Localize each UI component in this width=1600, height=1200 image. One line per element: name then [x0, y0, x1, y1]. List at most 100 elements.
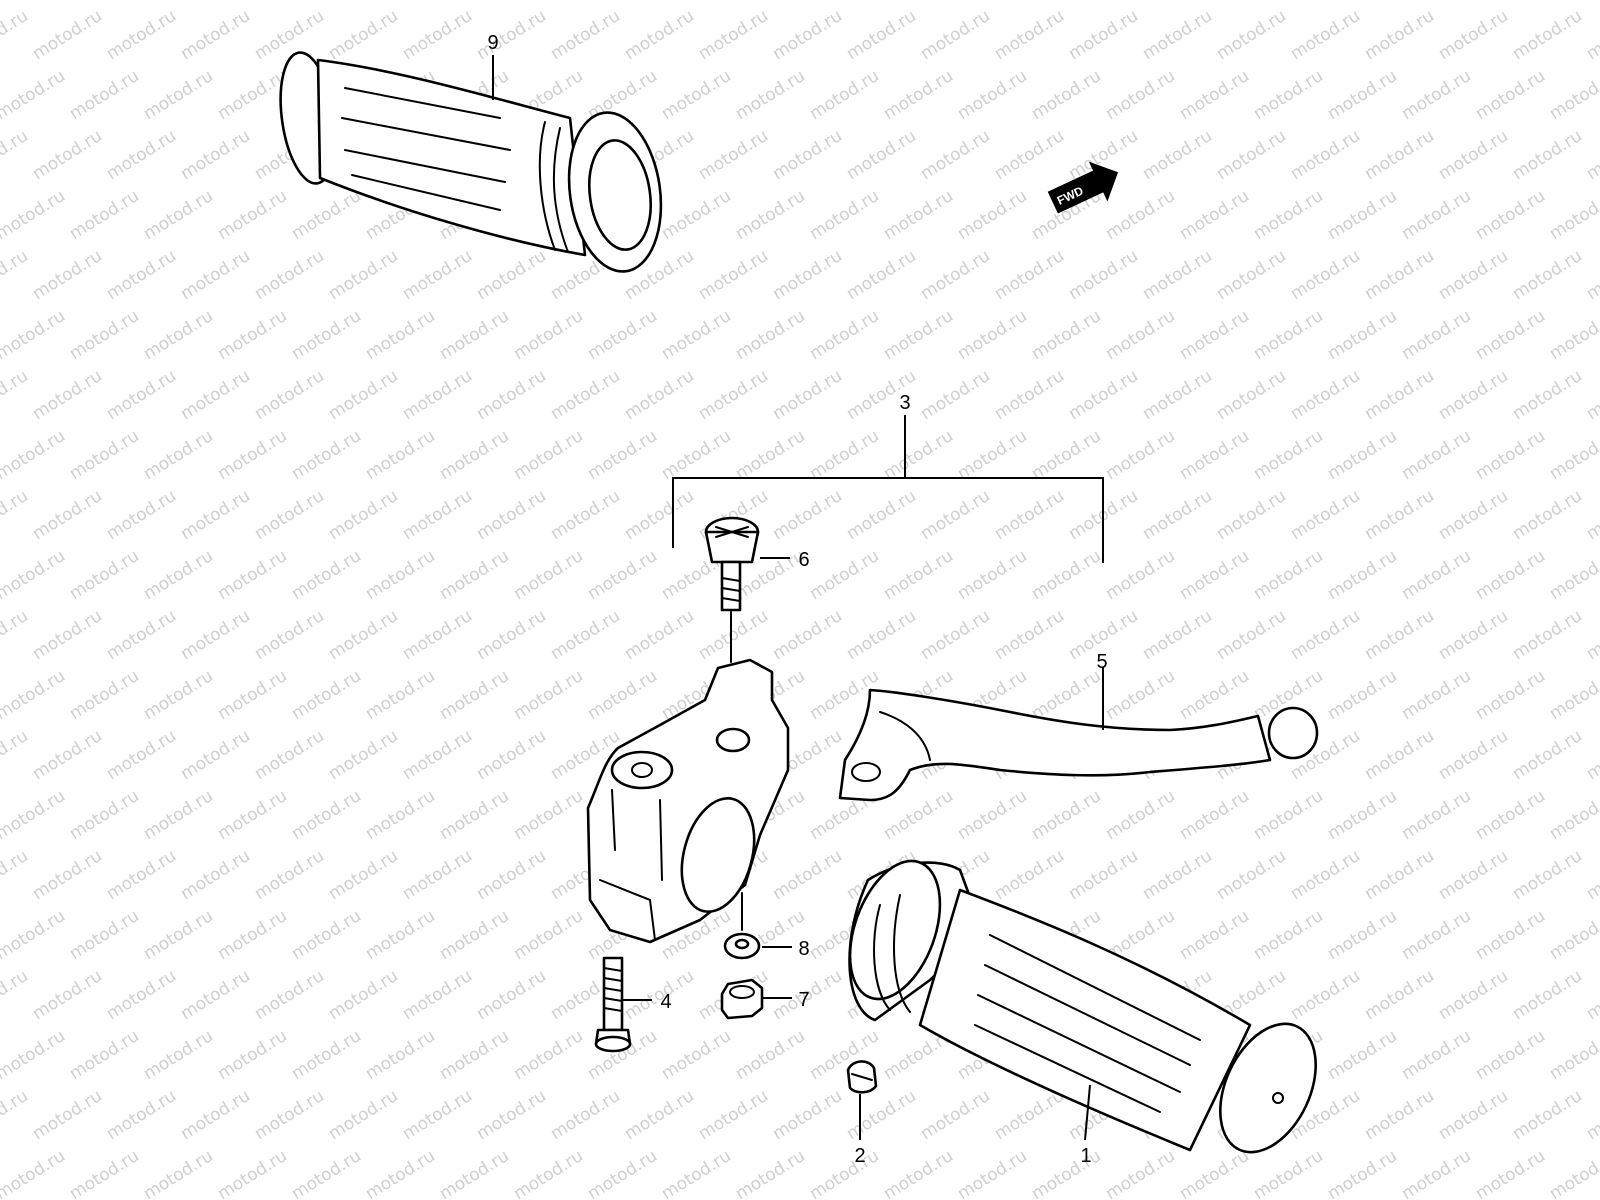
- watermark-text: motod.ru: [29, 726, 106, 784]
- watermark-text: motod.ru: [1213, 606, 1290, 664]
- watermark-text: motod.ru: [1509, 846, 1586, 904]
- watermark-text: motod.ru: [1398, 546, 1475, 604]
- watermark-text: motod.ru: [177, 486, 254, 544]
- watermark-text: motod.ru: [473, 606, 550, 664]
- watermark-text: motod.ru: [1324, 306, 1401, 364]
- watermark-text: motod.ru: [251, 606, 328, 664]
- watermark-text: motod.ru: [214, 66, 291, 124]
- watermark-text: motod.ru: [991, 606, 1068, 664]
- watermark-text: motod.ru: [1509, 726, 1586, 784]
- watermark-text: motod.ru: [769, 126, 846, 184]
- watermark-text: motod.ru: [1176, 66, 1253, 124]
- watermark-text: motod.ru: [1509, 6, 1586, 64]
- watermark-text: motod.ru: [362, 306, 439, 364]
- watermark-text: motod.ru: [177, 726, 254, 784]
- watermark-text: motod.ru: [288, 306, 365, 364]
- watermark-text: motod.ru: [1250, 786, 1327, 844]
- callout-7: 7: [798, 989, 809, 1011]
- watermark-text: motod.ru: [325, 966, 402, 1024]
- watermark-text: motod.ru: [103, 126, 180, 184]
- watermark-text: motod.ru: [1361, 486, 1438, 544]
- watermark-text: motod.ru: [473, 726, 550, 784]
- watermark-text: motod.ru: [1398, 1026, 1475, 1084]
- watermark-text: motod.ru: [0, 966, 32, 1024]
- watermark-text: motod.ru: [0, 126, 32, 184]
- watermark-text: motod.ru: [399, 486, 476, 544]
- right-handlebar-grip: [848, 859, 1317, 1154]
- watermark-text: motod.ru: [0, 546, 69, 604]
- watermark-text: motod.ru: [29, 366, 106, 424]
- watermark-text: motod.ru: [1509, 126, 1586, 184]
- watermark-text: motod.ru: [1398, 906, 1475, 964]
- watermark-text: motod.ru: [1250, 426, 1327, 484]
- watermark-text: motod.ru: [547, 6, 624, 64]
- spring-washer: [723, 892, 761, 960]
- watermark-text: motod.ru: [1435, 726, 1512, 784]
- watermark-text: motod.ru: [1398, 66, 1475, 124]
- left-handlebar-grip: [279, 51, 663, 273]
- watermark-text: motod.ru: [1361, 126, 1438, 184]
- watermark-text: motod.ru: [1472, 666, 1549, 724]
- watermark-text: motod.ru: [732, 0, 809, 4]
- watermark-text: motod.ru: [66, 1146, 143, 1200]
- watermark-text: motod.ru: [0, 486, 32, 544]
- watermark-text: motod.ru: [1176, 906, 1253, 964]
- watermark-text: motod.ru: [1546, 546, 1600, 604]
- watermark-text: motod.ru: [1472, 66, 1549, 124]
- watermark-text: motod.ru: [288, 0, 365, 4]
- watermark-text: motod.ru: [177, 246, 254, 304]
- watermark-text: motod.ru: [991, 846, 1068, 904]
- watermark-text: motod.ru: [1435, 606, 1512, 664]
- watermark-text: motod.ru: [658, 0, 735, 4]
- watermark-text: motod.ru: [954, 186, 1031, 244]
- watermark-text: motod.ru: [658, 1146, 735, 1200]
- watermark-text: motod.ru: [177, 126, 254, 184]
- watermark-text: motod.ru: [843, 486, 920, 544]
- watermark-text: motod.ru: [436, 546, 513, 604]
- watermark-text: motod.ru: [954, 0, 1031, 4]
- callout-9: 9: [487, 32, 498, 54]
- watermark-text: motod.ru: [1398, 186, 1475, 244]
- watermark-text: motod.ru: [103, 486, 180, 544]
- watermark-text: motod.ru: [1398, 0, 1475, 4]
- watermark-text: motod.ru: [140, 66, 217, 124]
- watermark-text: motod.ru: [1361, 966, 1438, 1024]
- watermark-text: motod.ru: [510, 546, 587, 604]
- watermark-text: motod.ru: [1472, 0, 1549, 4]
- watermark-text: motod.ru: [473, 966, 550, 1024]
- watermark-text: motod.ru: [1509, 246, 1586, 304]
- watermark-text: motod.ru: [362, 426, 439, 484]
- watermark-text: motod.ru: [66, 546, 143, 604]
- watermark-text: motod.ru: [399, 606, 476, 664]
- watermark-text: motod.ru: [140, 666, 217, 724]
- watermark-text: motod.ru: [1324, 0, 1401, 4]
- watermark-text: motod.ru: [806, 306, 883, 364]
- watermark-text: motod.ru: [251, 966, 328, 1024]
- watermark-text: motod.ru: [66, 306, 143, 364]
- watermark-text: motod.ru: [1287, 846, 1364, 904]
- watermark-text: motod.ru: [1028, 426, 1105, 484]
- watermark-text: motod.ru: [621, 966, 698, 1024]
- watermark-text: motod.ru: [769, 846, 846, 904]
- lever-pivot-bolt: [704, 516, 760, 663]
- watermark-text: motod.ru: [769, 1086, 846, 1144]
- watermark-text: motod.ru: [1102, 66, 1179, 124]
- watermark-text: motod.ru: [362, 1146, 439, 1200]
- callout-4: 4: [660, 991, 671, 1013]
- watermark-text: motod.ru: [880, 546, 957, 604]
- watermark-text: motod.ru: [1509, 366, 1586, 424]
- watermark-text: motod.ru: [1324, 906, 1401, 964]
- watermark-text: motod.ru: [991, 6, 1068, 64]
- watermark-text: motod.ru: [510, 786, 587, 844]
- watermark-text: motod.ru: [436, 906, 513, 964]
- watermark-text: motod.ru: [1583, 1086, 1600, 1144]
- watermark-text: motod.ru: [177, 606, 254, 664]
- watermark-text: motod.ru: [0, 906, 69, 964]
- watermark-text: motod.ru: [1102, 786, 1179, 844]
- watermark-text: motod.ru: [288, 906, 365, 964]
- watermark-text: motod.ru: [880, 426, 957, 484]
- watermark-text: motod.ru: [325, 246, 402, 304]
- watermark-text: motod.ru: [954, 786, 1031, 844]
- watermark-text: motod.ru: [1472, 426, 1549, 484]
